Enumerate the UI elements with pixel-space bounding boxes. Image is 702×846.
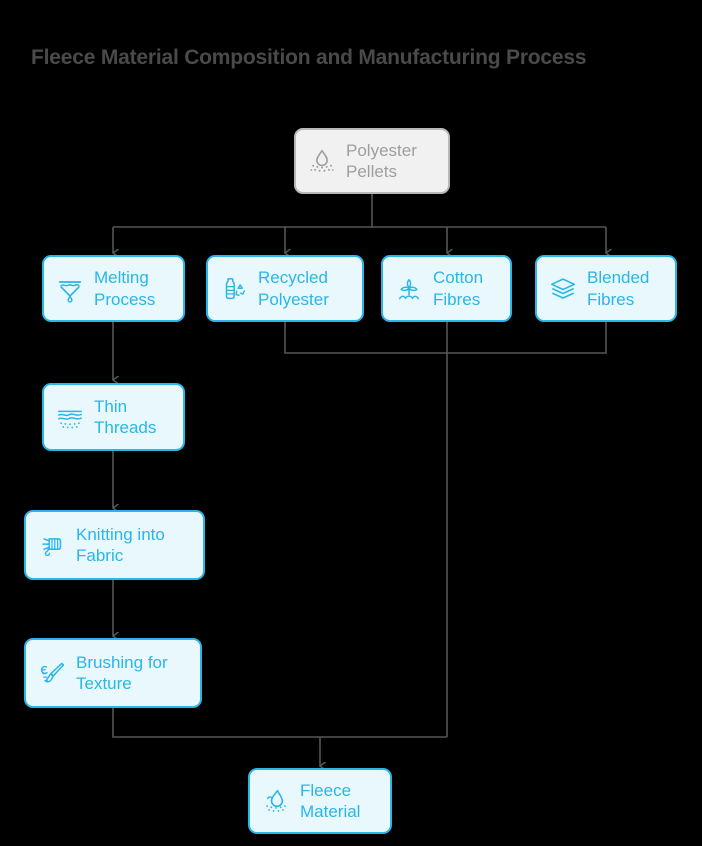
knitting-machine-icon [42, 538, 62, 557]
node-label: Blended Fibres [587, 268, 650, 309]
brush-icon [40, 662, 65, 683]
node-knitting-fabric[interactable]: Knitting into Fabric [24, 510, 205, 580]
layers-stack-icon [550, 277, 576, 299]
node-label: Polyester Pellets [346, 140, 417, 181]
melting-funnel-icon [58, 280, 82, 303]
node-recycled-polyester[interactable]: Recycled Polyester [206, 255, 364, 322]
node-label: Melting Process [94, 268, 156, 309]
node-label: Knitting into Fabric [76, 524, 165, 565]
node-polyester-pellets[interactable]: Polyester Pellets [294, 128, 450, 194]
node-thin-threads[interactable]: Thin Threads [42, 383, 185, 451]
edge-brushing-merge [112, 708, 320, 738]
node-fleece-material[interactable]: Fleece Material [248, 768, 392, 834]
droplet-pellets-icon [310, 149, 334, 172]
bottle-recycle-icon [225, 277, 246, 299]
edge-fibres-merge-bus [284, 322, 607, 354]
threads-waves-icon [57, 410, 83, 429]
node-label: Recycled Polyester [258, 268, 329, 309]
node-melting-process[interactable]: Melting Process [42, 255, 185, 322]
page-title: Fleece Material Composition and Manufact… [31, 46, 587, 69]
cotton-plant-icon [398, 278, 420, 299]
node-label: Fleece Material [300, 780, 361, 821]
node-label: Thin Threads [94, 396, 157, 437]
node-cotton-fibres[interactable]: Cotton Fibres [381, 255, 512, 322]
node-label: Brushing for Texture [76, 652, 168, 693]
node-brushing-texture[interactable]: Brushing for Texture [24, 638, 202, 708]
fleece-droplet-icon [266, 789, 286, 812]
node-label: Cotton Fibres [433, 268, 484, 309]
node-blended-fibres[interactable]: Blended Fibres [535, 255, 677, 322]
